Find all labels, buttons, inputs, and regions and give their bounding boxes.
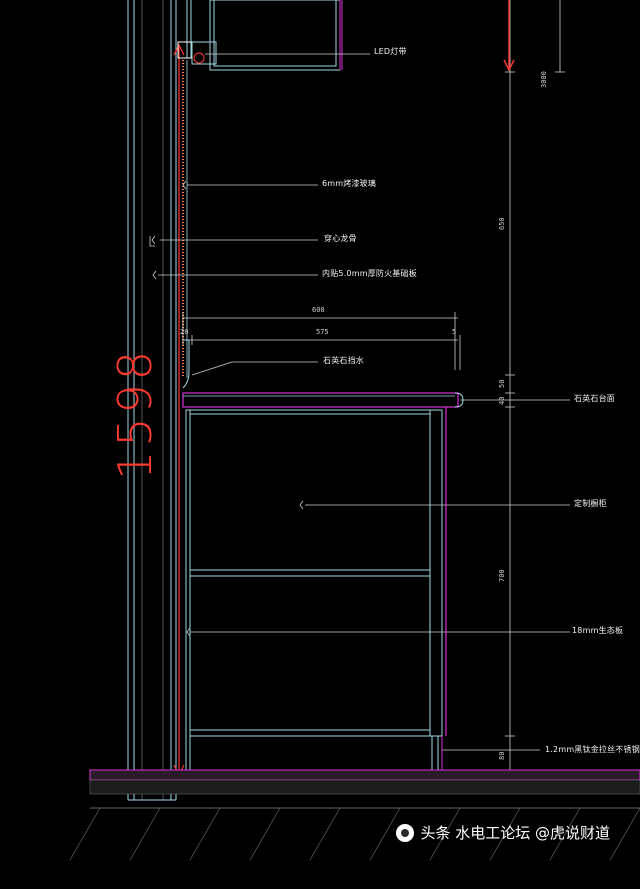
right-dimensions [505,0,565,771]
wall-column [127,0,177,801]
label-countertop: 石英石台面 [574,394,615,403]
dim-50: 50 [498,379,506,388]
watermark: 头条 水电工论坛 @虎说财道 [396,822,610,843]
dim-20: 20 [180,328,189,336]
label-kickplate: 1.2mm黑钛金拉丝不锈钢 [545,745,640,754]
ceiling-arrow [503,0,515,72]
leader-lines [158,53,570,751]
label-board: 内贴5.0mm厚防火基础板 [322,269,417,278]
dim-3000: 3000 [540,71,548,88]
dim-650: 650 [498,217,506,230]
label-glass: 6mm烤漆玻璃 [322,179,377,188]
leader-arrowheads [151,180,304,637]
label-led: LED灯带 [374,47,407,56]
backsplash [182,339,190,389]
glass-panel [182,60,188,378]
label-ecoboard: 18mm生态板 [572,626,624,635]
dim-575: 575 [316,328,329,336]
width-dimensions [182,312,461,370]
upper-cabinet [177,0,343,71]
countertop [182,392,464,408]
dim-700: 700 [498,569,506,582]
label-keel: 穿心龙骨 [324,234,357,243]
led-strip-icon [193,52,205,64]
dim-1598: 1598 [108,346,162,480]
dim-600: 600 [312,306,325,314]
wechat-icon [396,823,415,842]
label-backsplash: 石英石挡水 [323,356,364,365]
label-cabinet: 定制橱柜 [574,499,607,508]
base-cabinet [185,407,447,771]
dim-5: 5 [452,328,457,336]
dim-80: 80 [498,751,506,760]
floor [69,769,640,861]
watermark-text: 头条 水电工论坛 @虎说财道 [420,824,610,842]
dim-40: 40 [498,396,506,405]
